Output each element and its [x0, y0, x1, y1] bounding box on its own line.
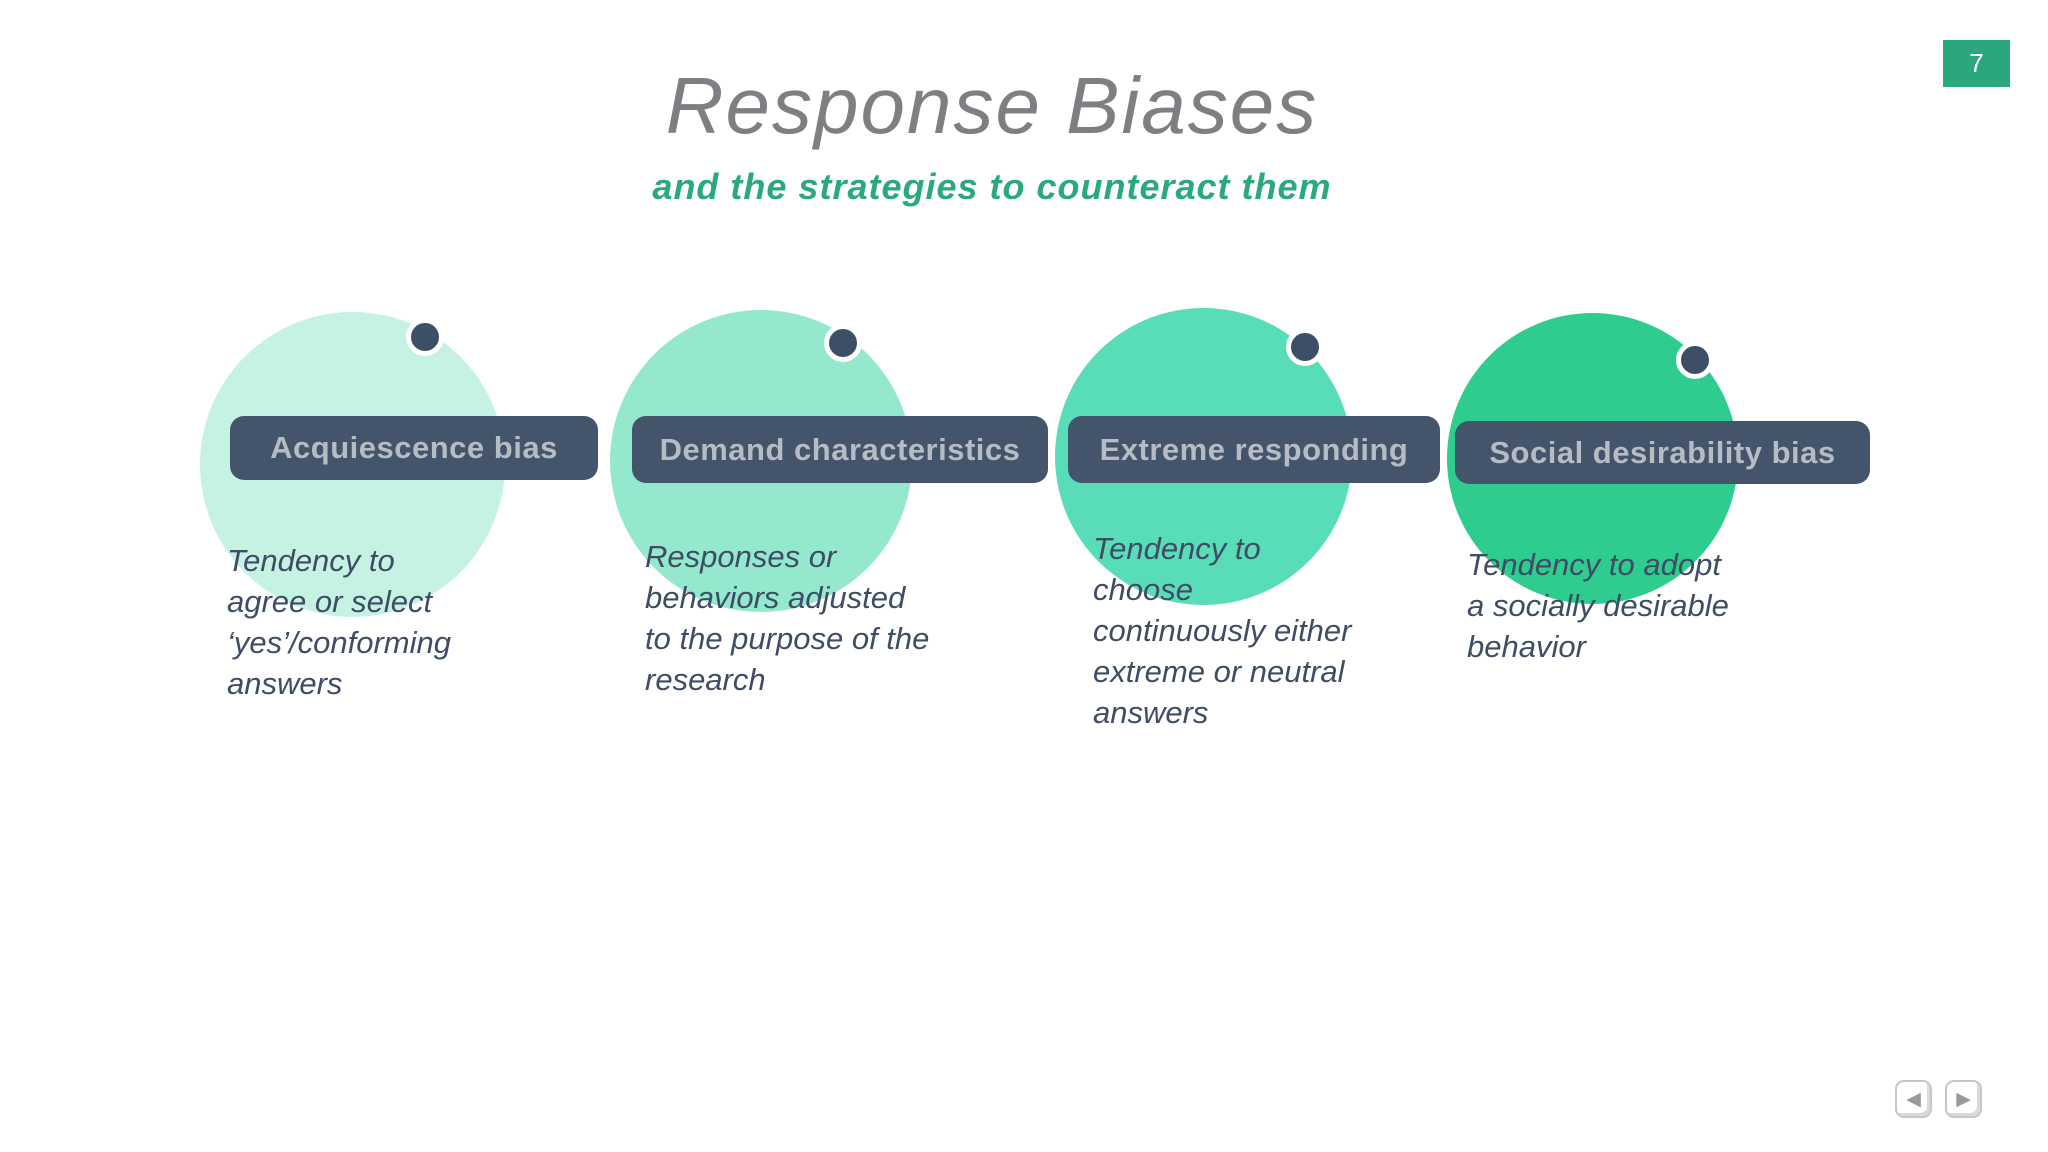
bias-label: Extreme responding — [1099, 431, 1409, 467]
title-block: Response Biases — [0, 58, 1984, 154]
bias-label: Demand characteristics — [659, 431, 1021, 467]
forward-arrow-icon: ▶ — [1956, 1088, 1971, 1110]
bias-label-pill: Extreme responding — [1068, 416, 1440, 483]
bias-label: Social desirability bias — [1489, 434, 1836, 470]
subtitle-block: and the strategies to counteract them — [0, 164, 1984, 211]
bias-description: Tendency to agree or select ‘yes’/confor… — [227, 543, 451, 701]
page-number-badge: 7 — [1943, 40, 2010, 87]
bias-label-pill: Acquiescence bias — [230, 416, 598, 480]
bias-label-pill: Social desirability bias — [1455, 421, 1870, 484]
next-slide-button[interactable]: ▶ — [1945, 1080, 1982, 1118]
prev-slide-button[interactable]: ◀ — [1895, 1080, 1932, 1118]
marker-dot-icon — [1286, 328, 1324, 366]
bias-description: Responses or behaviors adjusted to the p… — [645, 539, 930, 697]
bias-label-pill: Demand characteristics — [632, 416, 1048, 483]
marker-dot-icon — [406, 318, 444, 356]
bias-description: Tendency to choose continuously either e… — [1093, 531, 1352, 730]
bias-description: Tendency to adopt a socially desirable b… — [1467, 547, 1729, 664]
marker-dot-icon — [824, 324, 862, 362]
back-arrow-icon: ◀ — [1906, 1088, 1921, 1110]
bias-label: Acquiescence bias — [270, 430, 558, 465]
slide-title: Response Biases — [665, 61, 1319, 150]
marker-dot-icon — [1676, 341, 1714, 379]
slide-subtitle: and the strategies to counteract them — [652, 166, 1332, 207]
